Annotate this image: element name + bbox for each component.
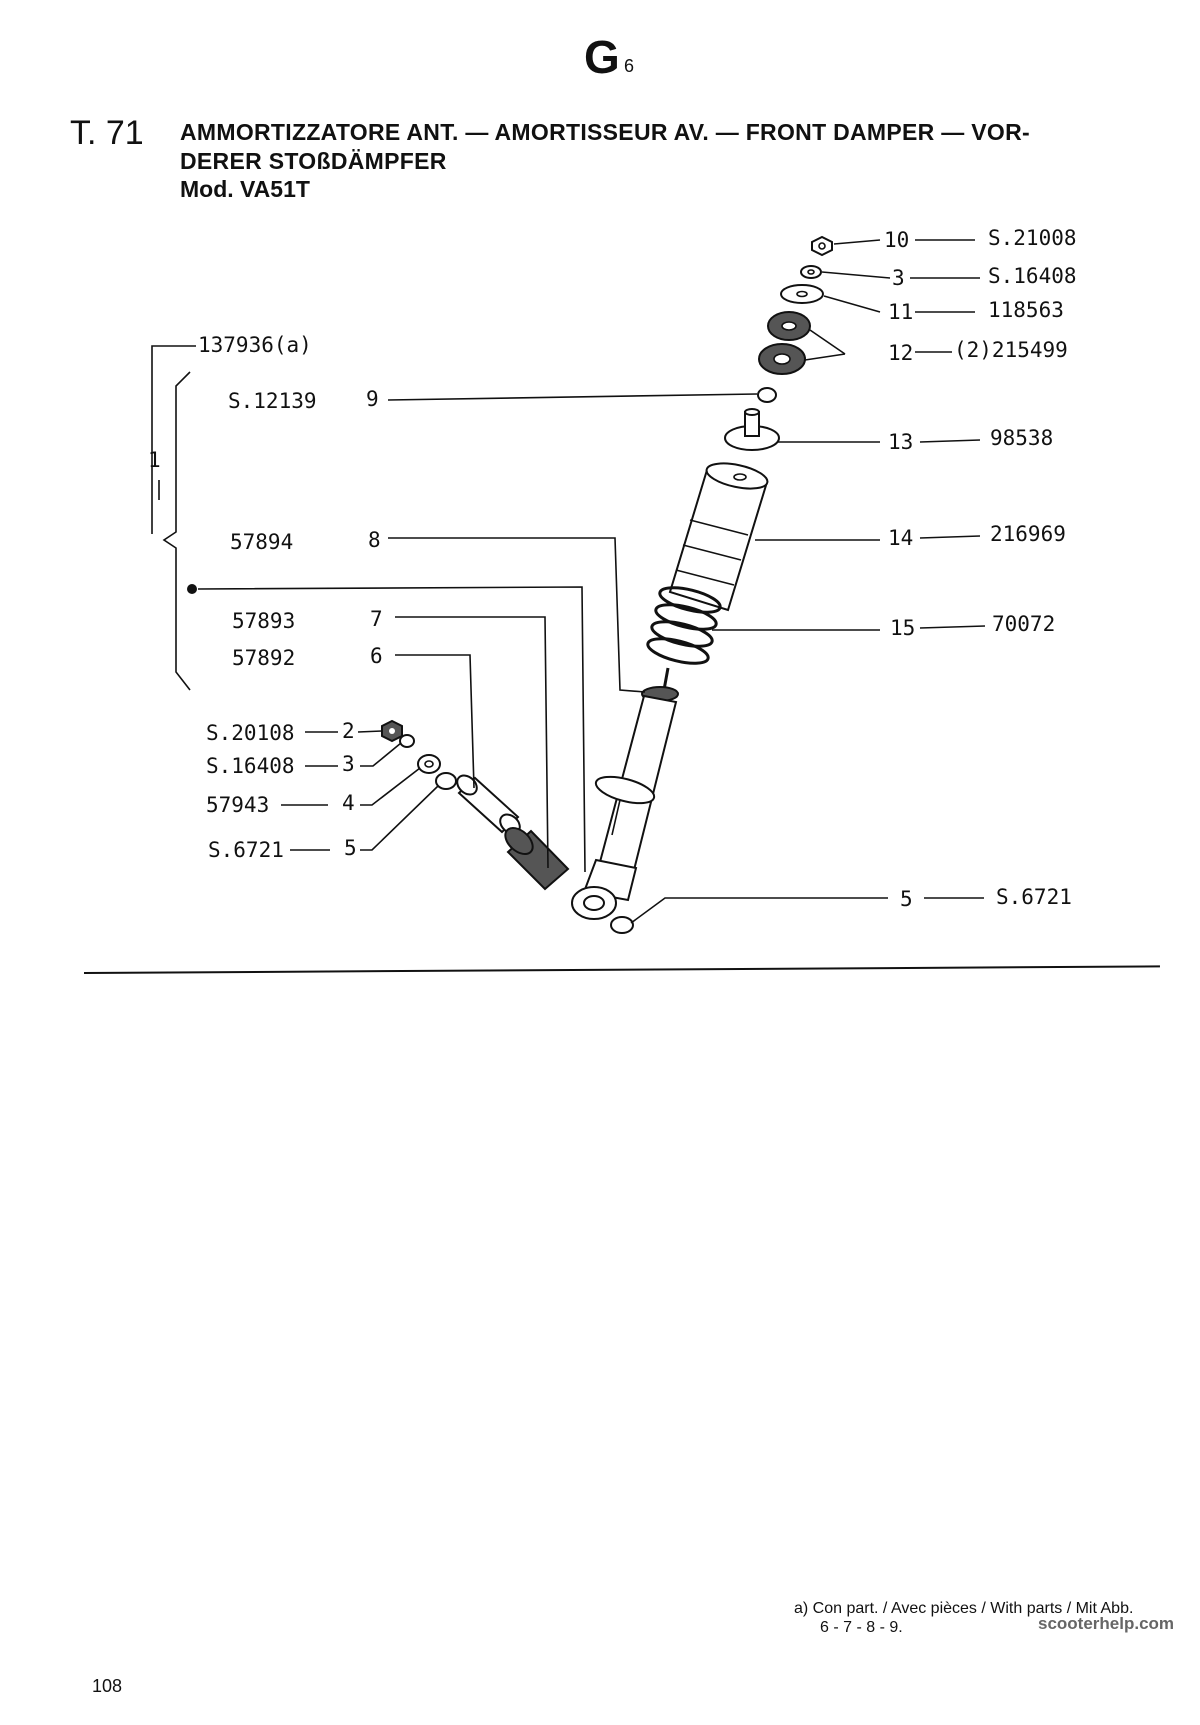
section-subscript: 6	[624, 56, 635, 76]
callout-5-left-code: S.6721	[208, 838, 284, 862]
table-number: T. 71	[70, 114, 144, 152]
callout-9-code: S.12139	[228, 389, 317, 413]
callout-3-left-number: 3	[342, 752, 355, 776]
model-label: Mod. VA51T	[180, 176, 310, 202]
callout-8-number: 8	[368, 528, 381, 552]
callout-13-code: 98538	[990, 426, 1053, 450]
callout-11-number: 11	[888, 300, 913, 324]
assembly-dot	[187, 584, 197, 594]
callout-3-left-code: S.16408	[206, 754, 295, 778]
callout-13-number: 13	[888, 430, 913, 454]
callout-14-code: 216969	[990, 522, 1066, 546]
callout-5-right-code: S.6721	[996, 885, 1072, 909]
part-13-top-cap	[724, 408, 780, 451]
callout-11-code: 118563	[988, 298, 1064, 322]
callout-2-number: 2	[342, 719, 355, 743]
callout-3-code: S.16408	[988, 264, 1077, 288]
part-12-rubber-buffers	[758, 311, 811, 375]
part-5-ring-left	[435, 772, 457, 790]
part-6-bushing	[456, 774, 521, 835]
callout-4-number: 4	[342, 791, 355, 815]
callout-10-number: 10	[884, 228, 909, 252]
part-7-rubber-bush	[504, 826, 570, 891]
part-5-ring-right	[610, 916, 634, 934]
part-3-washer-left	[399, 734, 415, 748]
assembly-code: 137936(a)	[198, 333, 312, 357]
callout-6-code: 57892	[232, 646, 295, 670]
callout-15-number: 15	[890, 616, 915, 640]
part-11-washer	[780, 284, 824, 304]
part-15-spring	[646, 586, 722, 665]
part-9-nut	[757, 387, 777, 403]
callout-9-number: 9	[366, 387, 379, 411]
part-10-nut	[811, 235, 833, 257]
title-line-1: AMMORTIZZATORE ANT. — AMORTISSEUR AV. — …	[180, 119, 1030, 145]
callout-4-code: 57943	[206, 793, 269, 817]
section-code: G	[584, 31, 620, 83]
damper-body	[571, 667, 679, 920]
callout-5-left-number: 5	[344, 836, 357, 860]
callout-2-code: S.20108	[206, 721, 295, 745]
part-3-washer-top	[800, 265, 822, 279]
callout-15-code: 70072	[992, 612, 1055, 636]
part-4-washer	[417, 754, 441, 774]
footnote-figures: 6 - 7 - 8 - 9.	[820, 1619, 903, 1636]
callout-10-code: S.21008	[988, 226, 1077, 250]
footnote: a) Con part. / Avec pièces / With parts …	[794, 1600, 1134, 1617]
watermark: scooterhelp.com	[1038, 1614, 1175, 1633]
title-line-2: DERER STOßDÄMPFER	[180, 148, 447, 174]
callout-6-number: 6	[370, 644, 383, 668]
assembly-number: 1	[148, 448, 161, 472]
callout-labels: 10 S.21008 3 S.16408 11 118563 12 (2)215…	[148, 226, 1077, 911]
callout-12-code: (2)215499	[954, 338, 1068, 362]
callout-3-number: 3	[892, 266, 905, 290]
leader-lines	[151, 239, 986, 924]
callout-7-code: 57893	[232, 609, 295, 633]
callout-8-code: 57894	[230, 530, 293, 554]
page-number: 108	[92, 1676, 123, 1696]
part-14-dust-cover	[668, 462, 769, 612]
callout-5-right-number: 5	[900, 887, 913, 911]
callout-7-number: 7	[370, 607, 383, 631]
page-title: AMMORTIZZATORE ANT. — AMORTISSEUR AV. — …	[180, 118, 1030, 176]
part-2-nut	[381, 719, 403, 743]
part-drawings	[381, 235, 833, 934]
callout-14-number: 14	[888, 526, 913, 550]
callout-12-number: 12	[888, 341, 913, 365]
